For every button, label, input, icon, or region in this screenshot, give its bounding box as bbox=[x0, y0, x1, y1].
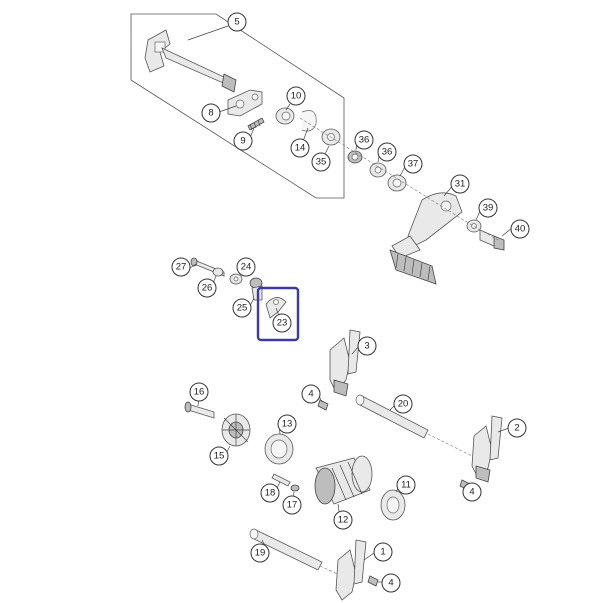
part-shift-drum-12 bbox=[314, 455, 373, 505]
callout-37: 37 bbox=[403, 154, 423, 174]
svg-text:12: 12 bbox=[338, 515, 349, 526]
svg-text:10: 10 bbox=[291, 91, 302, 102]
part-spring-9 bbox=[247, 117, 265, 131]
callout-13: 13 bbox=[277, 414, 297, 434]
part-bearing-13 bbox=[264, 433, 294, 465]
part-washer-39 bbox=[466, 219, 482, 233]
callout-25: 25 bbox=[232, 298, 252, 318]
svg-text:31: 31 bbox=[455, 179, 466, 190]
callout-23: 23 bbox=[272, 313, 292, 333]
svg-text:17: 17 bbox=[287, 500, 298, 511]
callout-4-upper: 4 bbox=[301, 384, 321, 404]
callout-3: 3 bbox=[357, 336, 377, 356]
part-bearing-11 bbox=[380, 489, 406, 521]
part-shift-drum-locating-15 bbox=[221, 413, 251, 447]
part-bolt-16 bbox=[184, 401, 215, 419]
highlight-box-23 bbox=[256, 286, 300, 342]
svg-text:4: 4 bbox=[469, 487, 474, 498]
callout-18: 18 bbox=[260, 483, 280, 503]
callout-4-lower: 4 bbox=[381, 573, 401, 593]
callout-36-upper: 36 bbox=[354, 130, 374, 150]
svg-text:15: 15 bbox=[214, 451, 225, 462]
part-washer-24 bbox=[229, 273, 243, 285]
part-pin-4a bbox=[317, 399, 329, 411]
svg-text:5: 5 bbox=[234, 17, 239, 28]
part-washer-17 bbox=[290, 484, 300, 492]
part-bolt-18 bbox=[271, 473, 291, 487]
svg-text:8: 8 bbox=[208, 108, 213, 119]
svg-text:25: 25 bbox=[237, 303, 248, 314]
svg-text:39: 39 bbox=[483, 203, 494, 214]
callout-15: 15 bbox=[209, 446, 229, 466]
svg-text:14: 14 bbox=[295, 143, 306, 154]
callout-12: 12 bbox=[333, 510, 353, 530]
svg-text:37: 37 bbox=[408, 159, 419, 170]
part-needle-bearing-36b bbox=[369, 162, 387, 178]
callout-40: 40 bbox=[510, 219, 530, 239]
svg-text:4: 4 bbox=[388, 578, 393, 589]
svg-text:40: 40 bbox=[515, 224, 526, 235]
callout-31: 31 bbox=[450, 174, 470, 194]
svg-text:3: 3 bbox=[364, 341, 369, 352]
callout-39: 39 bbox=[478, 198, 498, 218]
callout-9: 9 bbox=[233, 131, 253, 151]
part-bolt-40 bbox=[479, 229, 505, 251]
svg-text:13: 13 bbox=[282, 419, 293, 430]
part-fork-shaft-19 bbox=[249, 528, 323, 571]
callout-35: 35 bbox=[311, 152, 331, 172]
callout-36-lower: 36 bbox=[377, 142, 397, 162]
part-spring-clip-14 bbox=[301, 110, 317, 132]
callout-16: 16 bbox=[189, 382, 209, 402]
callout-2: 2 bbox=[507, 418, 527, 438]
svg-text:24: 24 bbox=[241, 262, 252, 273]
callout-27: 27 bbox=[171, 257, 191, 277]
callout-24: 24 bbox=[236, 257, 256, 277]
callout-26: 26 bbox=[197, 278, 217, 298]
part-locking-lever-23 bbox=[265, 297, 287, 319]
svg-text:35: 35 bbox=[316, 157, 327, 168]
callout-8: 8 bbox=[201, 103, 221, 123]
svg-text:16: 16 bbox=[194, 387, 205, 398]
callout-11: 11 bbox=[396, 475, 416, 495]
svg-text:4: 4 bbox=[308, 389, 313, 400]
callout-5: 5 bbox=[227, 12, 247, 32]
part-washer-26 bbox=[212, 267, 224, 277]
callout-20: 20 bbox=[393, 394, 413, 414]
callout-10: 10 bbox=[286, 86, 306, 106]
part-shift-fork-1 bbox=[335, 539, 367, 601]
part-shift-fork-3 bbox=[329, 329, 361, 397]
svg-text:36: 36 bbox=[359, 135, 370, 146]
shift-shaft-assembly-frame bbox=[130, 13, 345, 199]
svg-text:20: 20 bbox=[398, 399, 409, 410]
part-seal-37 bbox=[387, 174, 407, 192]
svg-text:26: 26 bbox=[202, 283, 213, 294]
part-pin-4c bbox=[367, 575, 379, 587]
part-shift-lever-31 bbox=[389, 192, 463, 285]
svg-text:27: 27 bbox=[176, 262, 187, 273]
part-shift-fork-2 bbox=[471, 415, 503, 483]
callout-1: 1 bbox=[373, 542, 393, 562]
svg-text:1: 1 bbox=[380, 547, 385, 558]
svg-text:18: 18 bbox=[265, 488, 276, 499]
svg-text:9: 9 bbox=[240, 136, 245, 147]
part-fork-shaft-20 bbox=[355, 394, 429, 439]
part-needle-bearing-36a bbox=[347, 150, 363, 164]
part-shift-shaft bbox=[144, 29, 237, 93]
svg-text:19: 19 bbox=[255, 548, 266, 559]
callout-4-middle: 4 bbox=[462, 482, 482, 502]
callout-19: 19 bbox=[250, 543, 270, 563]
svg-text:23: 23 bbox=[277, 318, 288, 329]
callout-17: 17 bbox=[282, 495, 302, 515]
callout-14: 14 bbox=[290, 138, 310, 158]
part-shift-lever-plate bbox=[227, 89, 263, 117]
svg-text:2: 2 bbox=[514, 423, 519, 434]
svg-text:36: 36 bbox=[382, 147, 393, 158]
svg-text:11: 11 bbox=[401, 480, 411, 491]
part-bush-10 bbox=[275, 107, 295, 125]
